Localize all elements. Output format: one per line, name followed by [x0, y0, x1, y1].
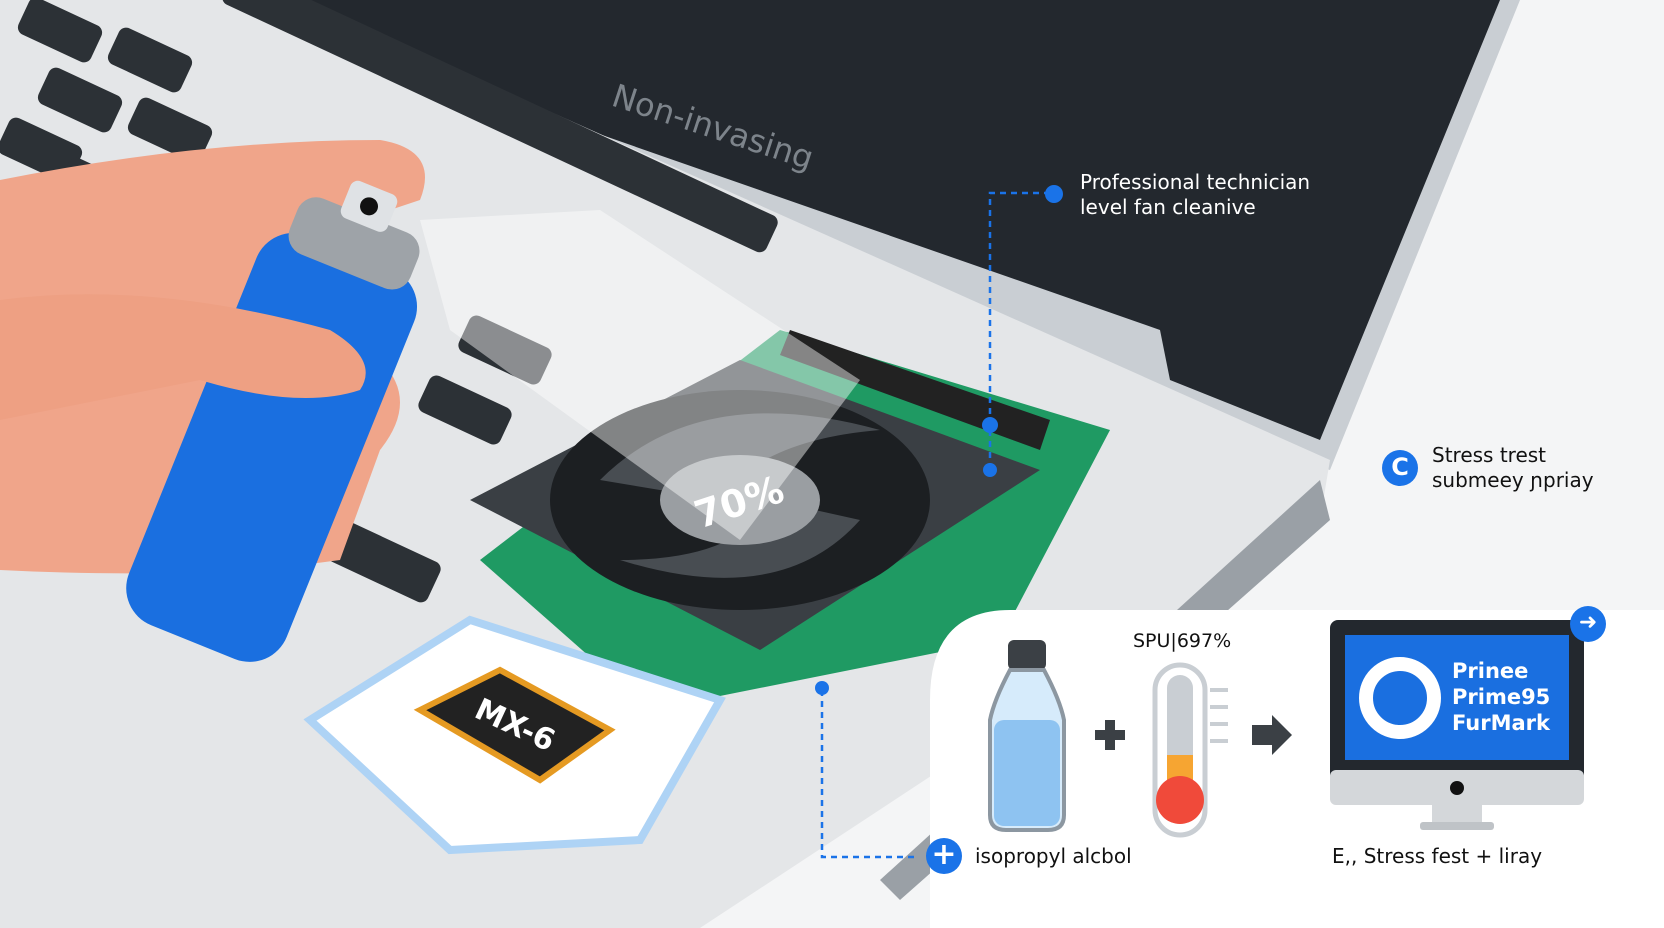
stress-test-line2: submeey ɲpriay	[1432, 468, 1594, 492]
stress-test-badge: C	[1382, 450, 1418, 486]
stress-app-logo	[1359, 657, 1441, 739]
callout-stress-test: Stress trest submeey ɲpriay	[1432, 443, 1594, 493]
monitor-line: FurMark	[1452, 711, 1550, 735]
callout-fan-cleaning: Professional technician level fan cleani…	[1080, 170, 1311, 219]
callout-line-alcohol	[820, 690, 915, 859]
thumb	[0, 294, 366, 420]
heatsink-fins	[780, 330, 1050, 450]
air-spray	[420, 210, 860, 540]
stress-test-line1: Stress trest	[1432, 443, 1547, 467]
laptop-screen	[270, 0, 1500, 440]
thermal-paste-chip	[413, 666, 616, 784]
callout-stress-footer: E,, Stress fest + liray	[1332, 844, 1543, 868]
monitor-line: Prinee	[1452, 659, 1529, 683]
monitor-line: Prime95	[1452, 685, 1551, 709]
monitor	[1330, 620, 1584, 830]
thermometer-label: SPU|697%	[1133, 630, 1232, 652]
callout-alcohol: isopropyl alcbol	[975, 844, 1132, 868]
monitor-arrow-right-icon: ➜	[1570, 606, 1606, 642]
alcohol-plus-badge: +	[926, 838, 962, 874]
plus-icon	[1095, 720, 1125, 750]
callout-dot	[1045, 185, 1063, 203]
monitor-app-list: Prinee Prime95 FurMark	[1452, 658, 1550, 736]
alcohol-bottle-icon	[988, 640, 1066, 832]
callout-line-fan	[988, 191, 1050, 470]
arrow-right-icon	[1252, 715, 1292, 755]
fan-hub	[660, 455, 820, 545]
thermometer-icon	[1152, 662, 1228, 838]
